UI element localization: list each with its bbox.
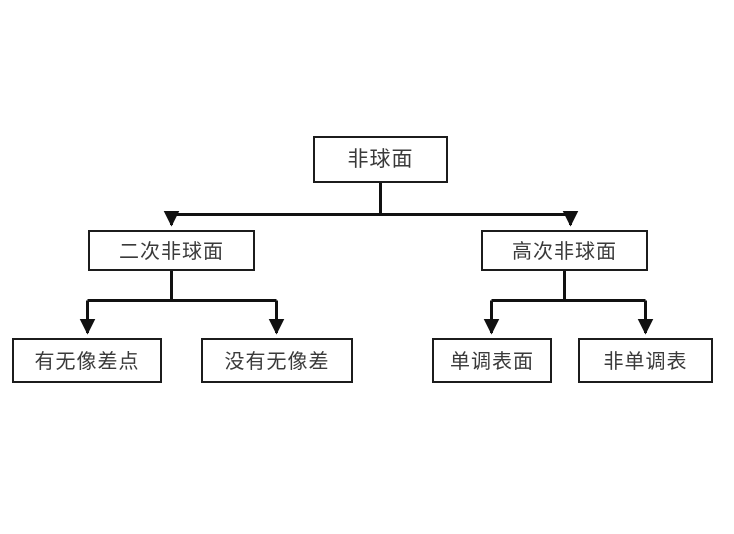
node-conic-aspheric-label: 二次非球面 xyxy=(119,238,224,263)
node-leaf-monotonic-surface-label: 单调表面 xyxy=(450,348,534,373)
node-leaf-aplanatic-point-label: 有无像差点 xyxy=(34,348,140,373)
node-root[interactable]: 非球面 xyxy=(313,136,448,183)
node-leaf-no-aplanatic[interactable]: 没有无像差 xyxy=(201,338,353,383)
node-leaf-monotonic-surface[interactable]: 单调表面 xyxy=(432,338,552,383)
node-leaf-aplanatic-point[interactable]: 有无像差点 xyxy=(12,338,162,383)
node-conic-aspheric[interactable]: 二次非球面 xyxy=(88,230,255,271)
node-leaf-non-monotonic-surface-label: 非单调表 xyxy=(603,348,688,373)
node-leaf-no-aplanatic-label: 没有无像差 xyxy=(224,348,330,373)
node-higher-order-aspheric[interactable]: 高次非球面 xyxy=(481,230,648,271)
node-leaf-non-monotonic-surface[interactable]: 非单调表 xyxy=(578,338,713,383)
node-higher-order-aspheric-label: 高次非球面 xyxy=(512,238,617,263)
node-root-label: 非球面 xyxy=(347,147,414,171)
